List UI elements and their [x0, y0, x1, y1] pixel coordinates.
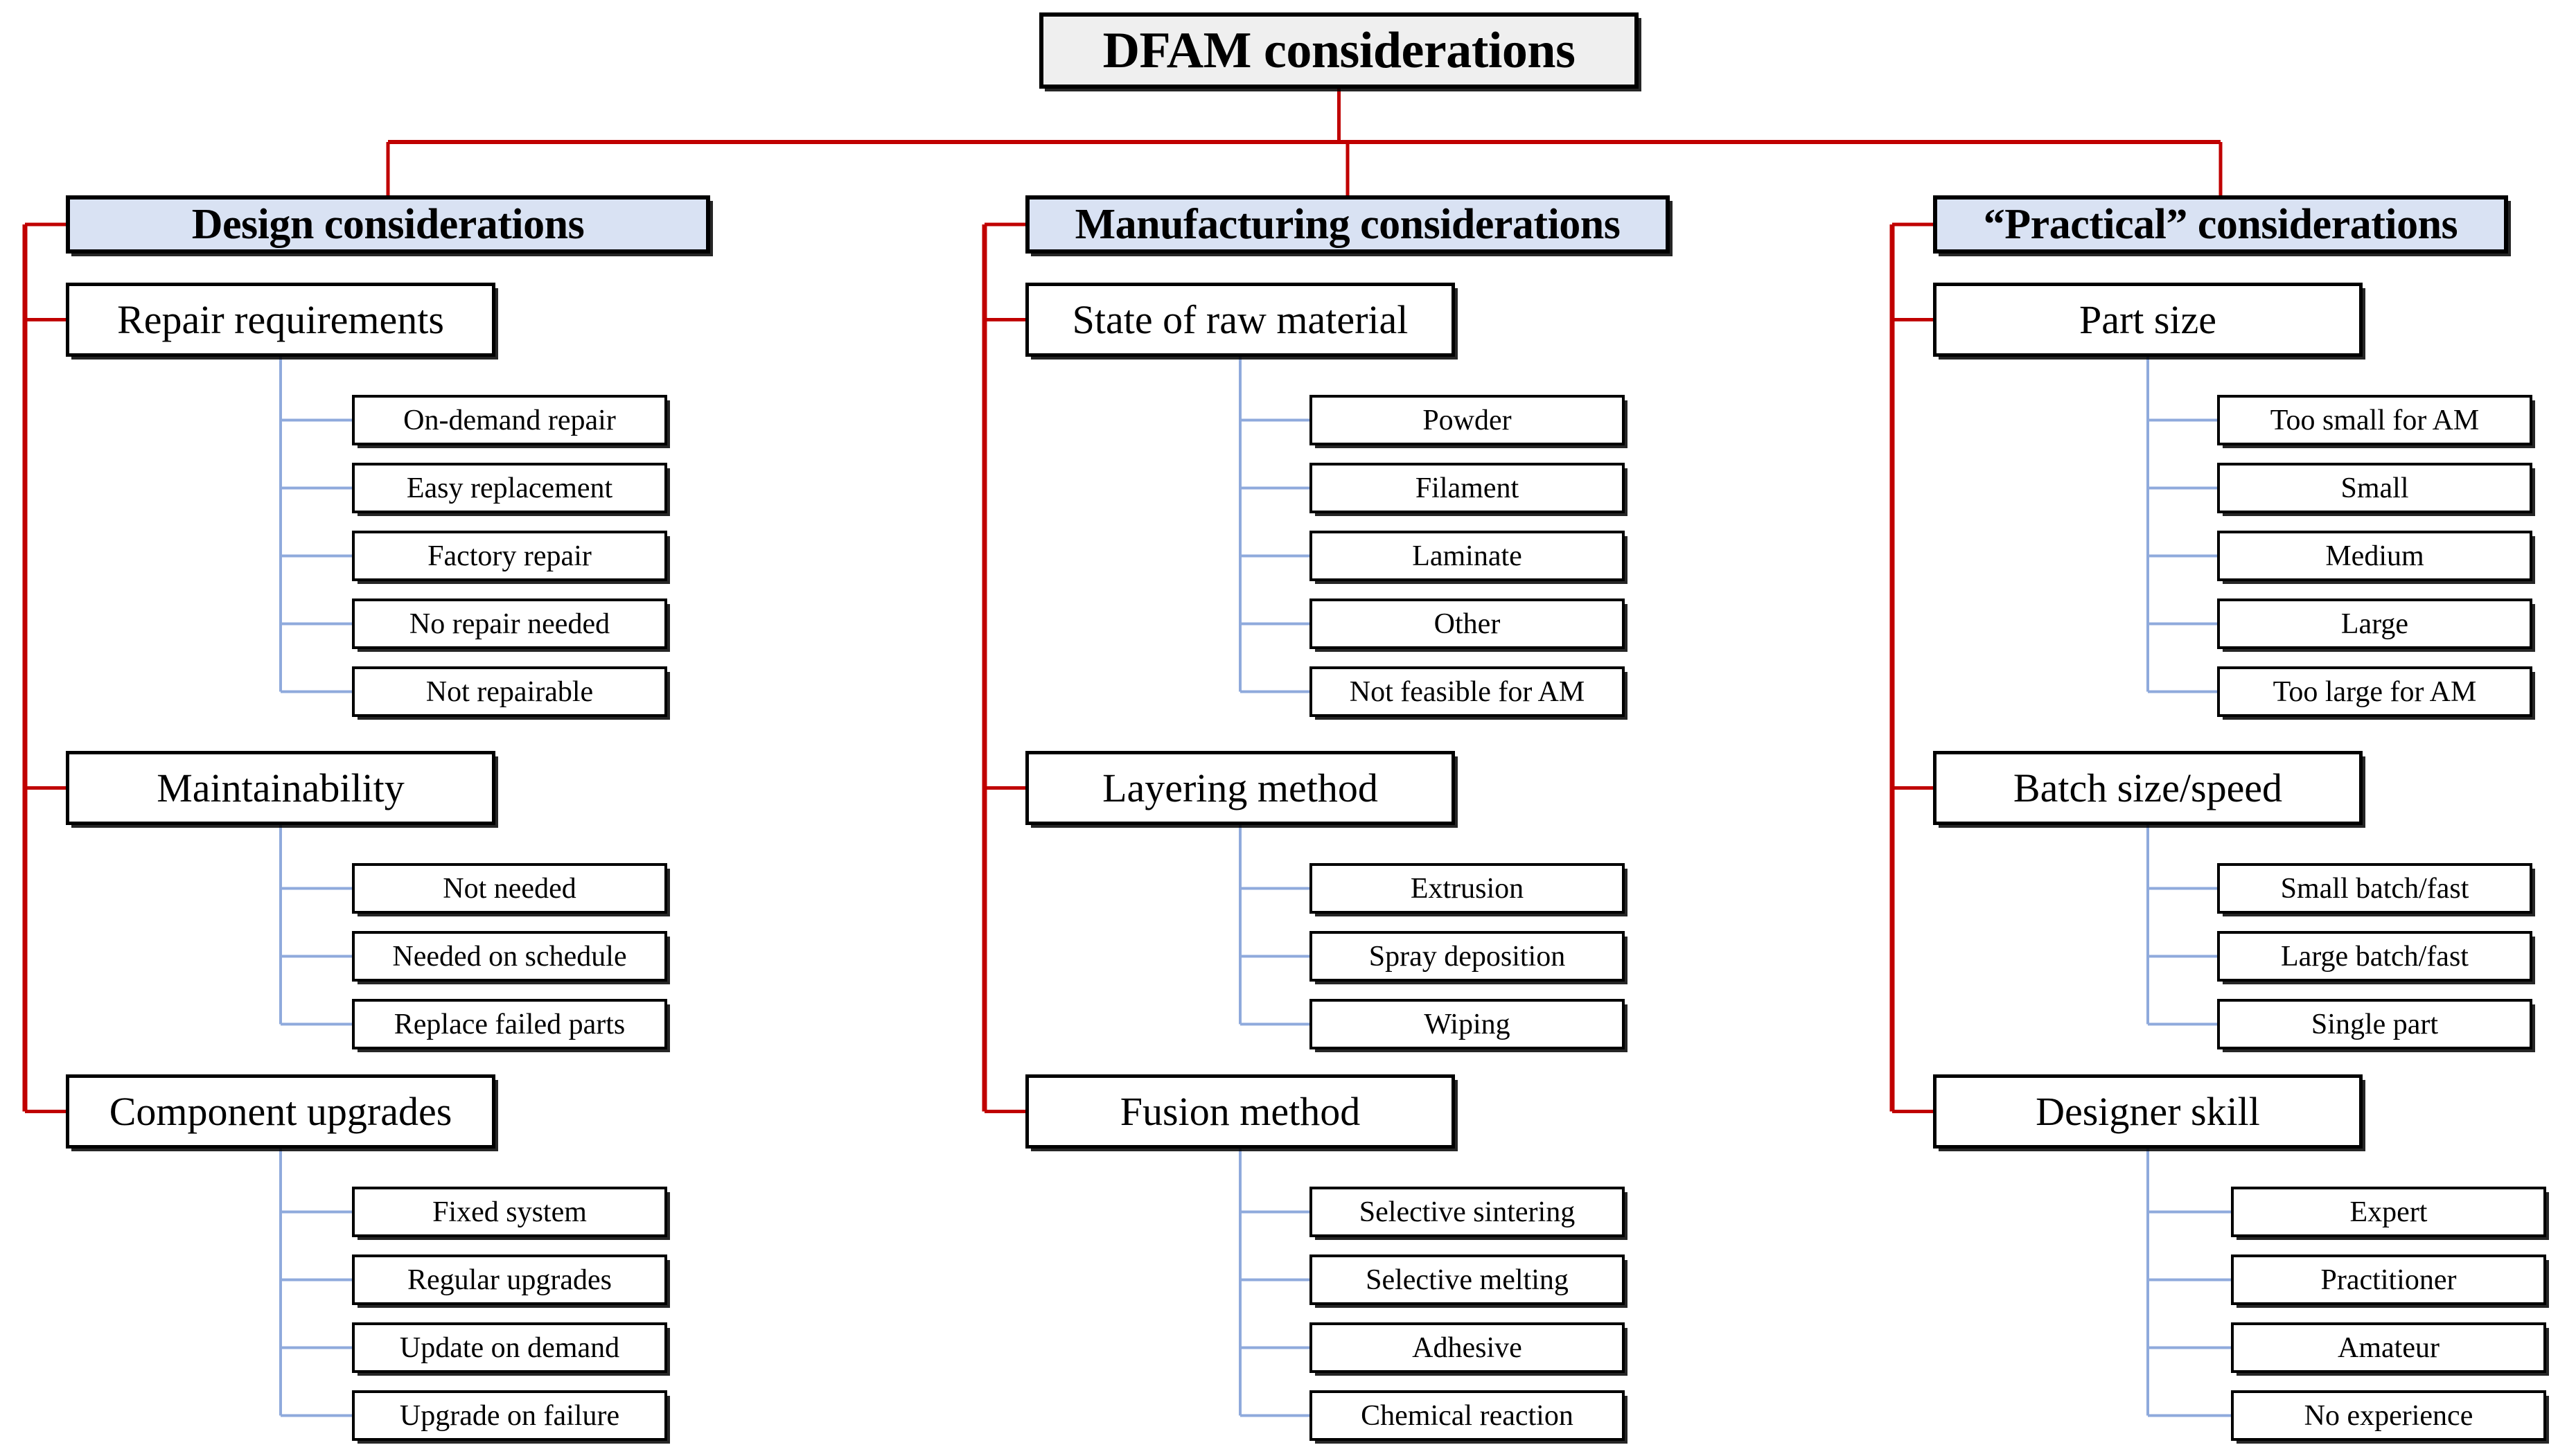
leaf-node-too-large-for-am-label: Too large for AM	[2273, 675, 2477, 708]
leaf-node-adhesive[interactable]: Adhesive	[1309, 1322, 1625, 1373]
leaf-node-large-label: Large	[2340, 608, 2409, 640]
leaf-node-fixed-system-label: Fixed system	[432, 1196, 587, 1228]
branch-header-practical-considerations-label: “Practical” considerations	[1983, 201, 2458, 248]
leaf-node-too-large-for-am[interactable]: Too large for AM	[2217, 666, 2532, 717]
leaf-node-upgrade-on-failure[interactable]: Upgrade on failure	[352, 1390, 667, 1441]
leaf-node-too-small-for-am-label: Too small for AM	[2270, 404, 2480, 436]
leaf-node-filament[interactable]: Filament	[1309, 463, 1625, 513]
leaf-node-filament-label: Filament	[1415, 472, 1519, 504]
leaf-node-easy-replacement[interactable]: Easy replacement	[352, 463, 667, 513]
leaf-node-selective-sintering-label: Selective sintering	[1359, 1196, 1576, 1228]
leaf-node-update-on-demand[interactable]: Update on demand	[352, 1322, 667, 1373]
leaf-node-not-feasible-for-am-label: Not feasible for AM	[1349, 675, 1585, 708]
leaf-node-single-part-label: Single part	[2311, 1008, 2439, 1040]
leaf-node-needed-on-schedule-label: Needed on schedule	[392, 940, 627, 973]
leaf-node-no-experience[interactable]: No experience	[2231, 1390, 2546, 1441]
group-node-designer-skill-label: Designer skill	[2036, 1088, 2260, 1134]
leaf-node-not-repairable-label: Not repairable	[425, 675, 594, 708]
leaf-node-laminate[interactable]: Laminate	[1309, 531, 1625, 581]
group-node-repair-requirements[interactable]: Repair requirements	[66, 283, 495, 357]
leaf-node-small-batch-fast-label: Small batch/fast	[2280, 872, 2469, 905]
group-node-layering-method[interactable]: Layering method	[1025, 751, 1455, 825]
leaf-node-selective-melting-label: Selective melting	[1366, 1264, 1569, 1296]
leaf-node-regular-upgrades[interactable]: Regular upgrades	[352, 1254, 667, 1305]
leaf-node-laminate-label: Laminate	[1412, 540, 1522, 572]
group-node-fusion-method[interactable]: Fusion method	[1025, 1074, 1455, 1149]
leaf-node-single-part[interactable]: Single part	[2217, 999, 2532, 1049]
group-node-part-size[interactable]: Part size	[1933, 283, 2363, 357]
leaf-node-extrusion-label: Extrusion	[1410, 872, 1524, 905]
leaf-node-powder-label: Powder	[1422, 404, 1512, 436]
leaf-node-extrusion[interactable]: Extrusion	[1309, 863, 1625, 914]
leaf-node-update-on-demand-label: Update on demand	[399, 1331, 620, 1364]
root-node: DFAM considerations	[1039, 12, 1639, 89]
leaf-node-not-repairable[interactable]: Not repairable	[352, 666, 667, 717]
branch-header-manufacturing-considerations-label: Manufacturing considerations	[1075, 201, 1621, 248]
leaf-node-needed-on-schedule[interactable]: Needed on schedule	[352, 931, 667, 982]
root-node-label: DFAM considerations	[1102, 22, 1576, 79]
group-node-maintainability[interactable]: Maintainability	[66, 751, 495, 825]
branch-header-design-considerations-label: Design considerations	[191, 201, 585, 248]
leaf-node-fixed-system[interactable]: Fixed system	[352, 1187, 667, 1237]
leaf-node-replace-failed-parts-label: Replace failed parts	[394, 1008, 626, 1040]
leaf-node-large-batch-fast[interactable]: Large batch/fast	[2217, 931, 2532, 982]
leaf-node-expert[interactable]: Expert	[2231, 1187, 2546, 1237]
branch-header-design-considerations[interactable]: Design considerations	[66, 195, 710, 254]
leaf-node-chemical-reaction-label: Chemical reaction	[1361, 1399, 1573, 1432]
group-node-layering-method-label: Layering method	[1102, 765, 1378, 810]
leaf-node-not-needed[interactable]: Not needed	[352, 863, 667, 914]
leaf-node-other-label: Other	[1433, 608, 1501, 640]
group-node-batch-size-speed[interactable]: Batch size/speed	[1933, 751, 2363, 825]
leaf-node-replace-failed-parts[interactable]: Replace failed parts	[352, 999, 667, 1049]
leaf-node-easy-replacement-label: Easy replacement	[406, 472, 613, 504]
leaf-node-amateur-label: Amateur	[2338, 1331, 2440, 1364]
leaf-node-large-batch-fast-label: Large batch/fast	[2281, 940, 2469, 973]
group-node-maintainability-label: Maintainability	[157, 765, 405, 810]
leaf-node-adhesive-label: Adhesive	[1412, 1331, 1522, 1364]
leaf-node-small-label: Small	[2340, 472, 2409, 504]
leaf-node-factory-repair[interactable]: Factory repair	[352, 531, 667, 581]
leaf-node-not-needed-label: Not needed	[443, 872, 576, 905]
branch-header-practical-considerations[interactable]: “Practical” considerations	[1933, 195, 2508, 254]
leaf-node-small-batch-fast[interactable]: Small batch/fast	[2217, 863, 2532, 914]
leaf-node-regular-upgrades-label: Regular upgrades	[407, 1264, 612, 1296]
leaf-node-selective-sintering[interactable]: Selective sintering	[1309, 1187, 1625, 1237]
leaf-node-on-demand-repair[interactable]: On-demand repair	[352, 395, 667, 445]
leaf-node-not-feasible-for-am[interactable]: Not feasible for AM	[1309, 666, 1625, 717]
group-node-fusion-method-label: Fusion method	[1120, 1088, 1361, 1134]
group-node-state-of-raw-material[interactable]: State of raw material	[1025, 283, 1455, 357]
leaf-node-on-demand-repair-label: On-demand repair	[403, 404, 616, 436]
group-node-part-size-label: Part size	[2079, 296, 2217, 342]
branch-header-manufacturing-considerations[interactable]: Manufacturing considerations	[1025, 195, 1670, 254]
leaf-node-wiping-label: Wiping	[1424, 1008, 1510, 1040]
leaf-node-spray-deposition[interactable]: Spray deposition	[1309, 931, 1625, 982]
group-node-component-upgrades[interactable]: Component upgrades	[66, 1074, 495, 1149]
leaf-node-small[interactable]: Small	[2217, 463, 2532, 513]
leaf-node-factory-repair-label: Factory repair	[427, 540, 592, 572]
leaf-node-chemical-reaction[interactable]: Chemical reaction	[1309, 1390, 1625, 1441]
leaf-node-upgrade-on-failure-label: Upgrade on failure	[399, 1399, 620, 1432]
group-node-component-upgrades-label: Component upgrades	[109, 1088, 452, 1134]
leaf-node-amateur[interactable]: Amateur	[2231, 1322, 2546, 1373]
leaf-node-spray-deposition-label: Spray deposition	[1368, 940, 1566, 973]
leaf-node-no-experience-label: No experience	[2304, 1399, 2473, 1432]
leaf-node-medium-label: Medium	[2325, 540, 2424, 572]
leaf-node-wiping[interactable]: Wiping	[1309, 999, 1625, 1049]
group-node-designer-skill[interactable]: Designer skill	[1933, 1074, 2363, 1149]
leaf-node-expert-label: Expert	[2349, 1196, 2428, 1228]
group-node-batch-size-speed-label: Batch size/speed	[2013, 765, 2283, 810]
leaf-node-other[interactable]: Other	[1309, 599, 1625, 649]
leaf-node-large[interactable]: Large	[2217, 599, 2532, 649]
group-node-state-of-raw-material-label: State of raw material	[1072, 296, 1409, 342]
leaf-node-powder[interactable]: Powder	[1309, 395, 1625, 445]
leaf-node-no-repair-needed[interactable]: No repair needed	[352, 599, 667, 649]
leaf-node-practitioner-label: Practitioner	[2320, 1264, 2457, 1296]
leaf-node-practitioner[interactable]: Practitioner	[2231, 1254, 2546, 1305]
leaf-node-selective-melting[interactable]: Selective melting	[1309, 1254, 1625, 1305]
group-node-repair-requirements-label: Repair requirements	[117, 296, 444, 342]
leaf-node-medium[interactable]: Medium	[2217, 531, 2532, 581]
leaf-node-too-small-for-am[interactable]: Too small for AM	[2217, 395, 2532, 445]
leaf-node-no-repair-needed-label: No repair needed	[409, 608, 610, 640]
